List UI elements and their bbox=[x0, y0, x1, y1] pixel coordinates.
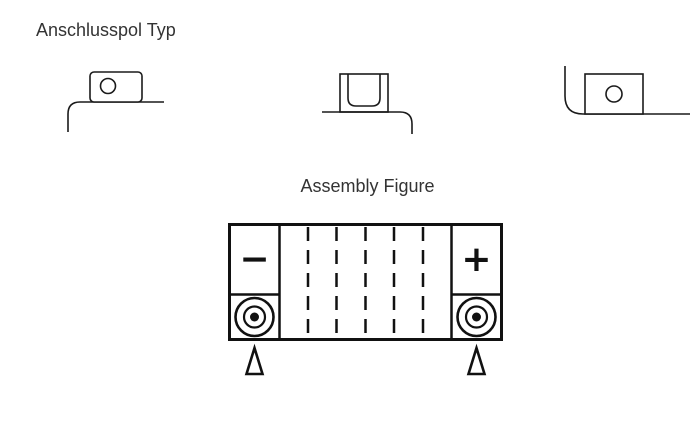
positive-sign: + bbox=[461, 239, 491, 280]
assembly-figure-diagram: − + bbox=[228, 223, 503, 376]
negative-terminal-icon bbox=[234, 296, 275, 338]
dashed-cell-dividers bbox=[306, 227, 425, 337]
left-arrow-up-icon bbox=[244, 343, 265, 376]
negative-sign: − bbox=[239, 239, 269, 280]
terminal-side-post-icon bbox=[564, 66, 690, 115]
page-title: Anschlusspol Typ bbox=[36, 20, 176, 40]
assembly-figure-title: Assembly Figure bbox=[300, 176, 435, 196]
terminal-recessed-nut-icon bbox=[322, 73, 413, 134]
terminal-top-post-icon bbox=[67, 71, 164, 132]
positive-terminal-icon bbox=[456, 296, 497, 338]
right-arrow-up-icon bbox=[466, 343, 487, 376]
